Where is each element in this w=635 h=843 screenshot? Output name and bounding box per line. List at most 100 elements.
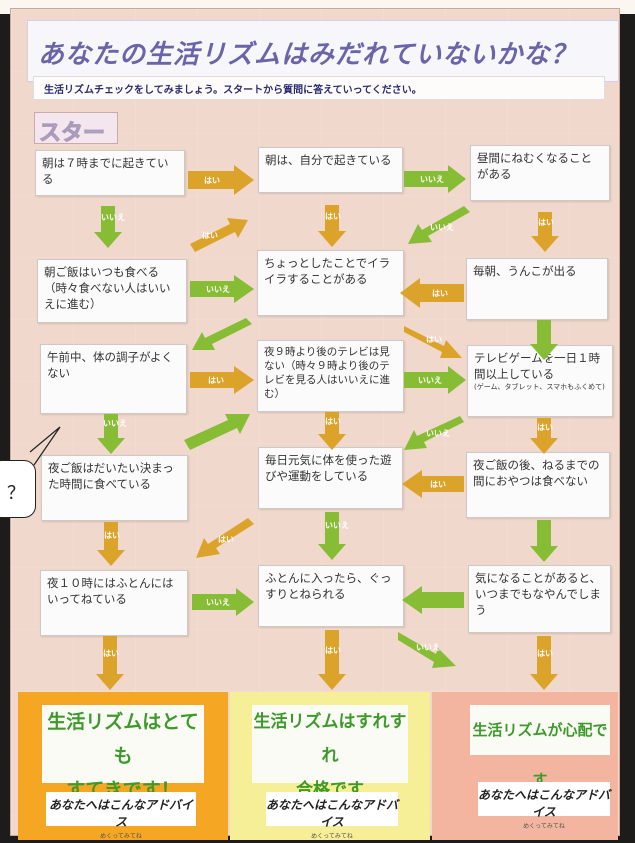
- arrow-label-yes: はい: [202, 231, 218, 240]
- arrow-label-no: いいえ: [101, 213, 125, 222]
- advice-box-2: あなたへはこんなアドバイスめくってみてね: [266, 792, 398, 840]
- arrow-yes-diagonal: [190, 218, 248, 252]
- arrow-label-no: いいえ: [416, 643, 440, 652]
- arrow-yes-diagonal: [404, 326, 462, 358]
- advice-sub: めくってみてね: [100, 833, 142, 840]
- arrow-label-yes: はい: [104, 531, 120, 540]
- arrow-no-down: [530, 320, 558, 360]
- question-text: 夜１０時にはふとんにはいってねている: [47, 576, 174, 606]
- question-box-10: 夜ご飯はだいたい決まった時間に食べている: [41, 455, 188, 521]
- question-box-4: 朝ご飯はいつも食べる（時々食べない人はいいえに進む）: [37, 259, 187, 323]
- question-text: 夜９時より後のテレビは見ない（時々９時より後のテレビを見る人はいいえに進む）: [264, 346, 390, 400]
- arrow-label-yes: はい: [432, 289, 448, 298]
- speech-bubble: ？: [0, 460, 36, 518]
- advice-sub: めくってみてね: [311, 833, 353, 840]
- question-box-8: 夜９時より後のテレビは見ない（時々９時より後のテレビを見る人はいいえに進む）: [257, 340, 404, 412]
- arrow-label-yes: はい: [537, 649, 553, 658]
- question-box-2: 朝は、自分で起きている: [258, 147, 403, 193]
- arrow-yes-right: [188, 165, 254, 195]
- question-text: テレビゲームを一日１時間以上している: [474, 351, 601, 381]
- arrow-no-left: [402, 586, 464, 614]
- arrow-no-right: [190, 275, 254, 303]
- arrow-yes-down: [318, 205, 346, 247]
- advice-label: あなたへはこんなアドバイス: [478, 788, 611, 819]
- arrow-yes-left: [400, 278, 464, 308]
- advice-sub: めくってみてね: [523, 823, 565, 830]
- arrow-no-down: [97, 414, 125, 454]
- arrow-label-yes: はい: [325, 417, 341, 426]
- question-box-13: 夜１０時にはふとんにはいってねている: [40, 570, 188, 636]
- arrow-label-yes: はい: [325, 646, 341, 655]
- question-box-3: 昼間にねむくなることがある: [470, 145, 610, 201]
- question-box-9: テレビゲームを一日１時間以上している (ゲーム、タブレット、スマホもふくめて): [467, 345, 613, 417]
- arrow-label-no: いいえ: [426, 429, 450, 438]
- question-text: ふとんに入ったら、ぐっすりとねられる: [265, 571, 392, 601]
- poster-title: あなたの生活リズムはみだれていないかな？: [38, 40, 578, 70]
- arrow-label-no: いいえ: [206, 598, 230, 607]
- arrow-label-yes: はい: [430, 480, 446, 489]
- question-box-6: 毎朝、うんこが出る: [466, 258, 608, 320]
- question-note: (ゲーム、タブレット、スマホもふくめて): [474, 383, 605, 391]
- arrow-no-down: [318, 512, 346, 560]
- arrow-label-no: いいえ: [420, 175, 444, 184]
- subtitle-box: [33, 76, 605, 100]
- arrow-no-right: [404, 366, 466, 394]
- question-box-7: 午前中、体の調子がよくない: [40, 344, 187, 414]
- arrow-label-yes: はい: [325, 212, 341, 221]
- speech-bubble-tail: [29, 426, 61, 466]
- arrow-yes-down: [530, 636, 558, 690]
- question-text: 毎朝、うんこが出る: [473, 264, 577, 278]
- arrow-label-no: いいえ: [206, 285, 230, 294]
- question-text: 朝ご飯はいつも食べる（時々食べない人はいいえに進む）: [44, 265, 171, 311]
- question-text: 昼間にねむくなることがある: [477, 151, 592, 181]
- question-text: 朝は、自分で起きている: [265, 153, 392, 167]
- question-box-5: ちょっとしたことでイライラすることがある: [257, 250, 404, 316]
- arrow-yes-down: [530, 418, 558, 454]
- question-box-15: 気になることがあると、いつまでもなやんでしまう: [468, 565, 611, 633]
- advice-box-3: あなたへはこんなアドバイスめくってみてね: [478, 782, 610, 830]
- question-text: 午前中、体の調子がよくない: [47, 350, 173, 380]
- question-box-1: 朝は７時までに起きている: [35, 150, 185, 196]
- arrow-label-yes: はい: [208, 376, 224, 385]
- arrow-no-diagonal: [404, 416, 464, 450]
- arrow-no-down: [530, 520, 558, 562]
- arrow-no-diagonal: [408, 206, 470, 244]
- arrow-label-yes: はい: [204, 176, 220, 185]
- arrow-yes-diagonal: [196, 518, 254, 558]
- arrow-yes-down: [318, 412, 346, 450]
- question-text: 朝は７時までに起きている: [42, 156, 169, 186]
- arrow-label-no: いいえ: [103, 419, 127, 428]
- question-text: 気になることがあると、いつまでもなやんでしまう: [475, 571, 602, 617]
- arrow-label-yes: はい: [538, 218, 554, 227]
- arrow-no-diagonal: [184, 414, 250, 450]
- arrow-label-yes: はい: [426, 335, 442, 344]
- question-text: 夜ご飯はだいたい決まった時間に食べている: [48, 461, 174, 491]
- poster-subtitle: 生活リズムチェックをしてみましょう。スタートから質問に答えていってください。: [44, 85, 422, 96]
- arrow-no-right: [404, 165, 466, 193]
- arrow-label-no: いいえ: [430, 223, 454, 232]
- result-text-3: 生活リズムが心配です: [470, 705, 610, 789]
- question-text: 夜ご飯の後、ねるまでの間におやつは食べない: [473, 458, 600, 488]
- advice-box-1: あなたへはこんなアドバイスめくってみてね: [46, 792, 196, 840]
- question-box-14: ふとんに入ったら、ぐっすりとねられる: [258, 565, 404, 627]
- arrow-label-no: いいえ: [325, 521, 349, 530]
- arrow-no-right: [192, 588, 254, 616]
- question-box-11: 毎日元気に体を使った遊びや運動をしている: [258, 447, 403, 509]
- arrow-label-yes: はい: [103, 649, 119, 658]
- result-line: 生活リズムはすれすれ: [253, 712, 407, 766]
- advice-label: あなたへはこんなアドバイス: [266, 798, 399, 829]
- arrow-label-yes: はい: [218, 535, 234, 544]
- advice-label: あなたへはこんなアドバイス: [48, 798, 193, 829]
- result-text-1: 生活リズムはとてもすてきです！: [42, 705, 204, 801]
- result-line: 生活リズムはとても: [47, 711, 199, 767]
- arrow-no-down: [94, 206, 122, 248]
- arrow-label-no: いいえ: [418, 376, 442, 385]
- arrow-no-diagonal: [192, 318, 252, 350]
- question-text: 毎日元気に体を使った遊びや運動をしている: [265, 453, 392, 483]
- arrow-yes-down: [97, 522, 125, 566]
- arrow-yes-down: [96, 636, 124, 690]
- arrow-yes-down: [531, 212, 559, 252]
- arrow-yes-left: [402, 470, 464, 498]
- arrow-no-diagonal: [398, 632, 456, 668]
- arrow-label-yes: はい: [537, 423, 553, 432]
